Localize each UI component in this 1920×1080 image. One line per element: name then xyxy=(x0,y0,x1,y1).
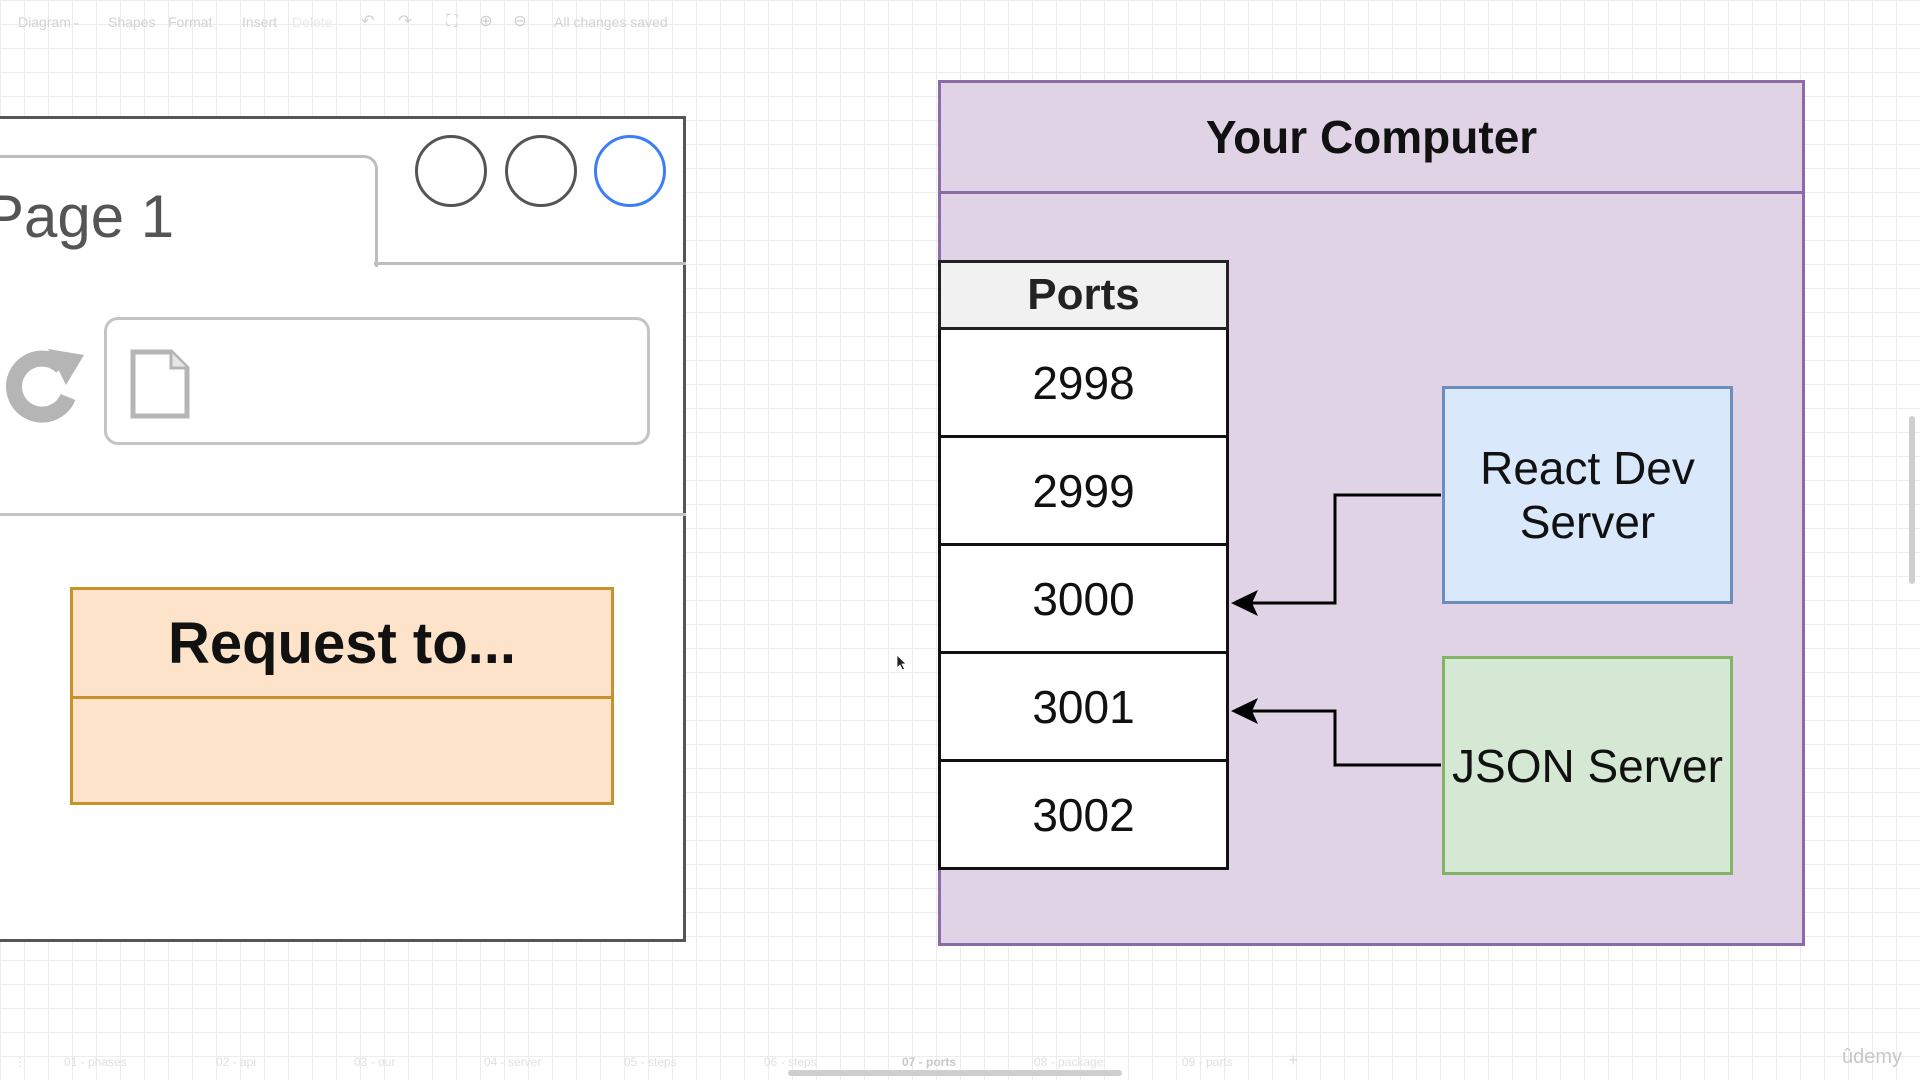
page-tab-1[interactable]: 01 - phases xyxy=(64,1055,127,1069)
save-status: All changes saved xyxy=(554,14,668,30)
request-box[interactable]: Request to... xyxy=(70,587,614,805)
redo-icon[interactable]: ↷ xyxy=(398,13,412,30)
window-control-circle-2[interactable] xyxy=(505,135,577,207)
window-control-circle-3[interactable] xyxy=(594,135,666,207)
chevron-down-icon[interactable]: ⌄ xyxy=(72,17,81,28)
page-tab-6[interactable]: 06 - steps xyxy=(764,1055,817,1069)
browser-tab-label: Page 1 xyxy=(0,183,175,250)
browser-divider xyxy=(0,513,686,516)
document-icon xyxy=(130,349,190,419)
diagram-menu[interactable]: Diagram xyxy=(18,14,71,30)
ports-header: Ports xyxy=(938,260,1229,330)
page-tab-8[interactable]: 08 - package xyxy=(1034,1055,1104,1069)
json-server-label: JSON Server xyxy=(1452,739,1723,792)
json-server-box[interactable]: JSON Server xyxy=(1442,656,1733,875)
horizontal-scrollbar[interactable] xyxy=(788,1070,1122,1076)
zoom-in-icon[interactable]: ⊕ xyxy=(479,13,493,30)
page-tab-2[interactable]: 02 - api xyxy=(216,1055,257,1069)
refresh-icon[interactable] xyxy=(4,345,84,425)
page-tabs-bar: ⋮ 01 - phases 02 - api 03 - our 04 - ser… xyxy=(0,1050,1920,1074)
browser-tab[interactable] xyxy=(0,155,378,267)
port-row-3000[interactable]: 3000 xyxy=(938,546,1229,654)
page-tab-7-active[interactable]: 07 - ports xyxy=(902,1055,957,1069)
insert-button[interactable]: Insert xyxy=(242,14,278,30)
udemy-watermark: ûdemy xyxy=(1842,1046,1903,1068)
request-box-title: Request to... xyxy=(73,590,611,699)
page-tab-9[interactable]: 09 - parts xyxy=(1182,1055,1233,1069)
fullscreen-icon[interactable]: ⛶ xyxy=(446,13,458,30)
react-dev-server-label: React Dev Server xyxy=(1480,442,1695,548)
toolbar: Diagram ⌄ Shapes Format Insert Delete ↶ … xyxy=(0,0,1920,44)
port-row-2998[interactable]: 2998 xyxy=(938,330,1229,438)
address-bar[interactable] xyxy=(104,317,650,445)
page-menu-icon[interactable]: ⋮ xyxy=(14,1055,26,1069)
port-row-3001[interactable]: 3001 xyxy=(938,654,1229,762)
browser-window[interactable]: Page 1 Request to... xyxy=(0,116,686,942)
format-button[interactable]: Format xyxy=(168,14,213,30)
ports-table[interactable]: Ports 2998 2999 3000 3001 3002 xyxy=(938,260,1229,870)
react-dev-server-box[interactable]: React Dev Server xyxy=(1442,386,1733,604)
zoom-out-icon[interactable]: ⊖ xyxy=(513,13,527,30)
computer-title: Your Computer xyxy=(941,83,1802,194)
page-tab-3[interactable]: 03 - our xyxy=(354,1055,396,1069)
port-row-2999[interactable]: 2999 xyxy=(938,438,1229,546)
page-tab-4[interactable]: 04 - server xyxy=(484,1055,542,1069)
shapes-button[interactable]: Shapes xyxy=(108,14,156,30)
mouse-cursor-icon xyxy=(896,654,907,671)
undo-icon[interactable]: ↶ xyxy=(361,13,375,30)
page-tab-5[interactable]: 05 - steps xyxy=(624,1055,677,1069)
delete-button[interactable]: Delete xyxy=(292,14,333,30)
window-control-circle-1[interactable] xyxy=(415,135,487,207)
add-page-button[interactable]: + xyxy=(1288,1050,1299,1070)
vertical-scrollbar[interactable] xyxy=(1909,416,1915,584)
port-row-3002[interactable]: 3002 xyxy=(938,762,1229,870)
tab-bar-divider xyxy=(374,262,686,265)
